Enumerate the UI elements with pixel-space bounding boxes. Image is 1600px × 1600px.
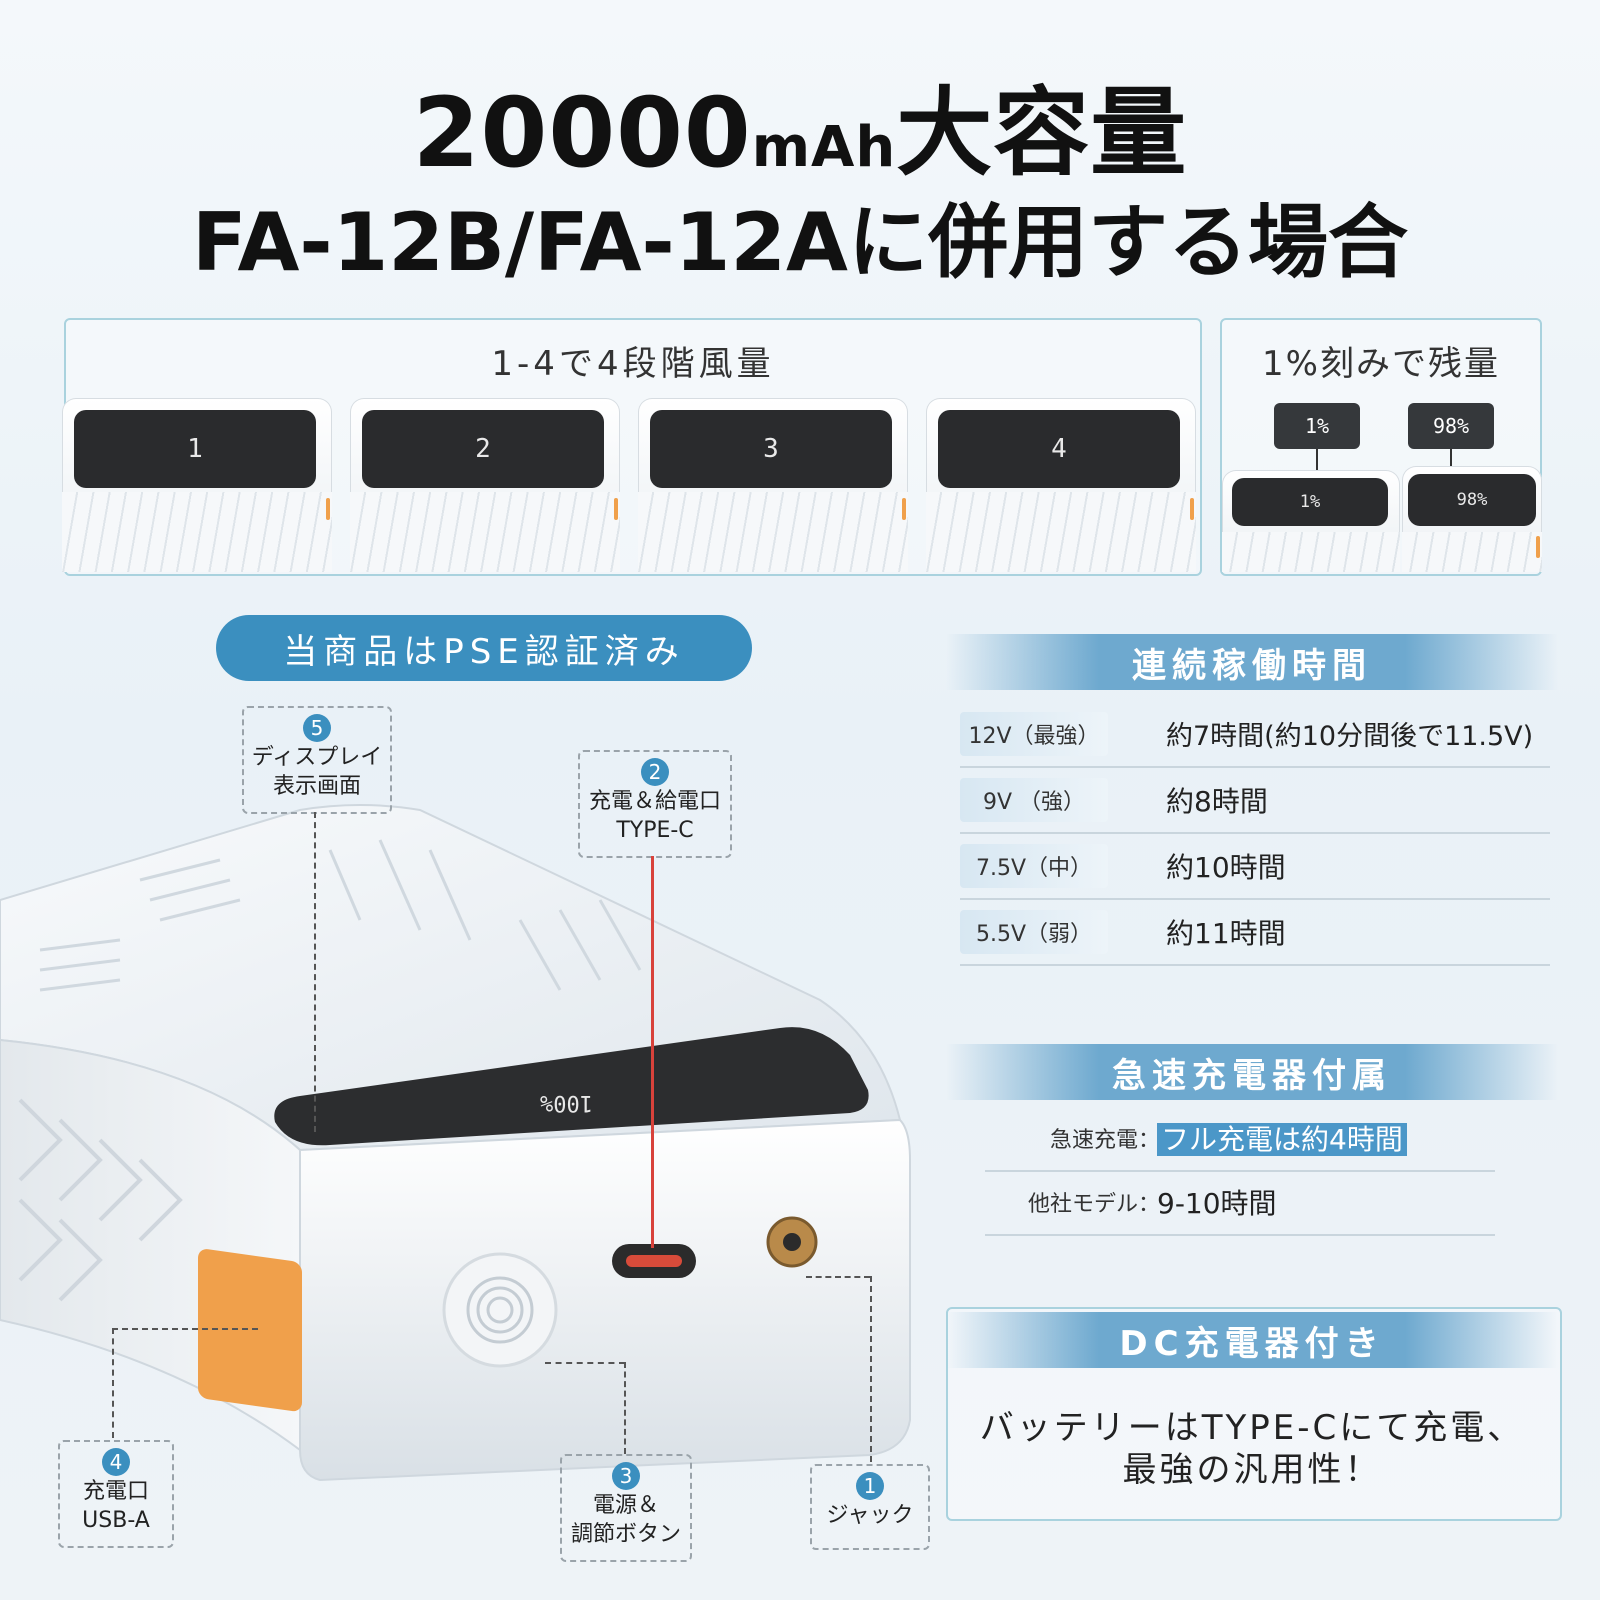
level-card-3: 3 bbox=[638, 398, 908, 572]
battery-screen-low: 1% bbox=[1232, 478, 1388, 526]
runtime-row: 9V （強） 約8時間 bbox=[960, 768, 1550, 834]
battery-panel-title: 1%刻みで残量 bbox=[1262, 344, 1500, 384]
other-model-label: 他社モデル： bbox=[1027, 1192, 1160, 1217]
leader-line bbox=[806, 1276, 870, 1278]
device-front bbox=[299, 1118, 911, 1482]
runtime-duration: 約8時間 bbox=[1166, 785, 1268, 818]
level-card-2: 2 bbox=[350, 398, 620, 572]
power-bank-illustration bbox=[0, 804, 911, 1482]
quick-charge-title: 急速充電器付属 bbox=[946, 1044, 1558, 1100]
callout-usb-a-line1: 充電口 bbox=[82, 1479, 149, 1504]
capacity-unit: mAh bbox=[751, 115, 897, 180]
leader-line bbox=[112, 1328, 114, 1438]
headline-compat: FA-12B/FA-12Aに併用する場合 bbox=[192, 196, 1408, 289]
runtime-duration: 約11時間 bbox=[1166, 917, 1286, 950]
capacity-suffix: 大容量 bbox=[896, 77, 1188, 189]
headline-capacity: 20000mAh大容量 bbox=[0, 55, 1600, 194]
callout-jack-line1: ジャック bbox=[826, 1503, 914, 1528]
level-screen: 1 bbox=[74, 410, 316, 488]
quick-charge-value: フル充電は約4時間 bbox=[1157, 1118, 1407, 1158]
device-display bbox=[274, 1027, 869, 1146]
runtime-voltage: 9V （強） bbox=[960, 778, 1108, 822]
battery-badge-low: 1% bbox=[1274, 403, 1360, 449]
battery-screen-high: 98% bbox=[1408, 474, 1536, 526]
dc-charger-line2: 最強の汎用性！ bbox=[1122, 1450, 1382, 1490]
runtime-row: 7.5V（中） 約10時間 bbox=[960, 834, 1550, 900]
level-card-1: 1 bbox=[62, 398, 332, 572]
callout-type-c: 2 充電＆給電口 TYPE-C bbox=[578, 750, 732, 858]
dc-charger-title: DC充電器付き bbox=[946, 1312, 1558, 1368]
runtime-duration: 約7時間(約10分間後で11.5V) bbox=[1166, 721, 1534, 752]
quick-charge-row: 急速充電： フル充電は約4時間 bbox=[985, 1108, 1495, 1172]
leader-line bbox=[624, 1362, 626, 1454]
wind-panel-title: 1-4で4段階風量 bbox=[491, 344, 775, 384]
leader-line bbox=[314, 812, 316, 1132]
usb-a-door bbox=[198, 1249, 302, 1412]
battery-card-high: 98% bbox=[1402, 466, 1542, 572]
leader-line bbox=[870, 1276, 872, 1462]
badge-connector bbox=[1450, 449, 1452, 477]
callout-jack: 1 ジャック bbox=[810, 1464, 930, 1550]
leader-line bbox=[545, 1362, 625, 1364]
battery-card-low: 1% bbox=[1222, 470, 1400, 572]
capacity-number: 20000 bbox=[412, 77, 752, 189]
runtime-voltage: 5.5V（弱） bbox=[960, 910, 1108, 954]
other-model-value: 9-10時間 bbox=[1157, 1187, 1277, 1220]
callout-power-button: 3 電源＆ 調節ボタン bbox=[560, 1454, 692, 1562]
callout-type-c-line1: 充電＆給電口 bbox=[588, 789, 721, 814]
callout-power-line2: 調節ボタン bbox=[570, 1522, 681, 1547]
badge-connector bbox=[1316, 449, 1318, 477]
runtime-row: 5.5V（弱） 約11時間 bbox=[960, 900, 1550, 966]
callout-display-line1: ディスプレイ bbox=[251, 745, 383, 770]
runtime-voltage: 7.5V（中） bbox=[960, 844, 1108, 888]
leader-line bbox=[651, 856, 654, 1248]
level-screen: 4 bbox=[938, 410, 1180, 488]
pse-badge: 当商品はPSE認証済み bbox=[216, 615, 752, 681]
callout-type-c-line2: TYPE-C bbox=[616, 818, 694, 843]
callout-usb-a: 4 充電口 USB-A bbox=[58, 1440, 174, 1548]
quick-charge-label: 急速充電： bbox=[1049, 1128, 1160, 1153]
runtime-duration: 約10時間 bbox=[1166, 851, 1286, 884]
callout-display: 5 ディスプレイ 表示画面 bbox=[242, 706, 392, 814]
callout-usb-a-line2: USB-A bbox=[82, 1508, 150, 1533]
device-display-reading: 100% bbox=[540, 1090, 593, 1115]
callout-display-line2: 表示画面 bbox=[272, 774, 361, 799]
power-button bbox=[442, 1252, 558, 1368]
callout-power-line1: 電源＆ bbox=[592, 1493, 659, 1518]
level-card-4: 4 bbox=[926, 398, 1196, 572]
level-screen: 3 bbox=[650, 410, 892, 488]
dc-charger-line1: バッテリーはTYPE-Cにて充電、 bbox=[979, 1408, 1525, 1448]
battery-badge-high: 98% bbox=[1408, 403, 1494, 449]
level-screen: 2 bbox=[362, 410, 604, 488]
quick-charge-row: 他社モデル： 9-10時間 bbox=[985, 1172, 1495, 1236]
leader-line bbox=[112, 1328, 258, 1330]
runtime-voltage: 12V（最強） bbox=[960, 712, 1108, 756]
runtime-row: 12V（最強） 約7時間(約10分間後で11.5V) bbox=[960, 702, 1550, 768]
runtime-title: 連続稼働時間 bbox=[946, 634, 1558, 690]
